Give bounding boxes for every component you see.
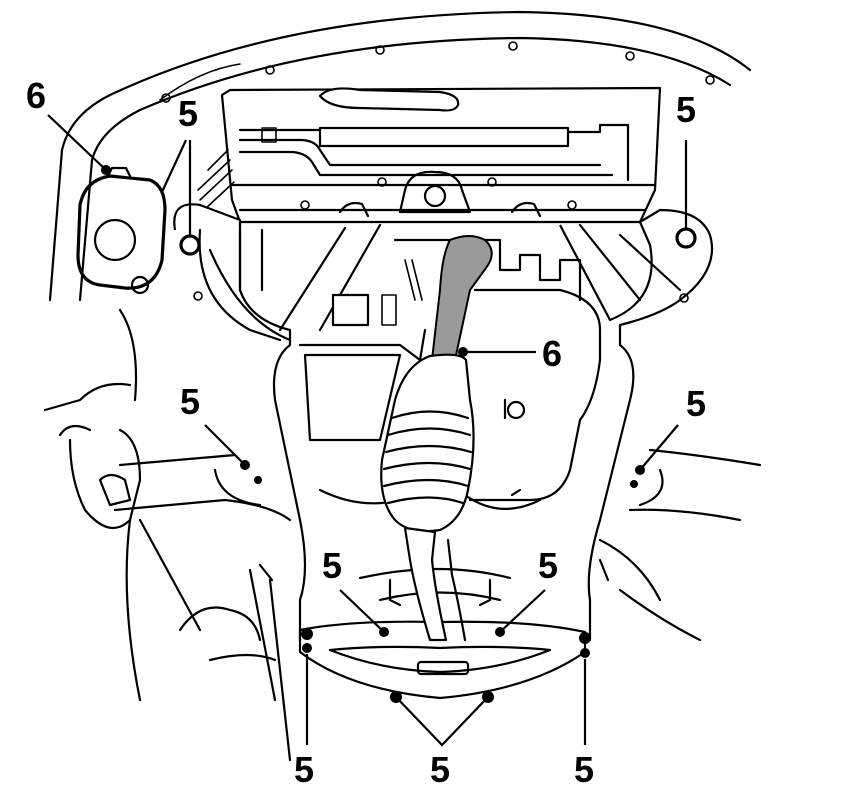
- bolt-lower-left-a: [301, 628, 313, 640]
- callout-exhaust: 6: [542, 333, 562, 374]
- bolt-lower-right-a: [579, 632, 591, 644]
- bolt-mid-left-b: [254, 476, 262, 484]
- callout-bolt-top-left: 5: [178, 93, 198, 134]
- exhaust-marker: [458, 347, 468, 357]
- callout-bolt-bottom-left: 5: [294, 749, 314, 790]
- bolt-top-left: [179, 234, 201, 256]
- callout-engine-mount: 6: [26, 75, 46, 116]
- callout-bolt-mid-right: 5: [686, 383, 706, 424]
- engine-block: [238, 228, 602, 510]
- callout-bolt-top-right: 5: [676, 89, 696, 130]
- callout-bolt-bottom-center: 5: [430, 749, 450, 790]
- catalytic-converter: [380, 235, 493, 642]
- bolt-mid-right-b: [630, 480, 638, 488]
- callout-bolt-mid-left: 5: [180, 381, 200, 422]
- callout-bolt-center-left: 5: [322, 545, 342, 586]
- right-suspension: [598, 448, 762, 642]
- callout-labels: 6 5 5 6 5 5 5 5 5 5 5: [26, 75, 706, 790]
- leader-lines: [47, 114, 688, 747]
- callout-bolt-center-right: 5: [538, 545, 558, 586]
- callout-bolt-bottom-right: 5: [574, 749, 594, 790]
- engine-mount: [76, 166, 167, 295]
- body-outline: [48, 10, 752, 302]
- radiator-assembly: [197, 86, 662, 224]
- bolt-lower-right-b: [580, 648, 590, 658]
- left-suspension: [43, 308, 292, 762]
- bolt-lower-left-b: [302, 643, 312, 653]
